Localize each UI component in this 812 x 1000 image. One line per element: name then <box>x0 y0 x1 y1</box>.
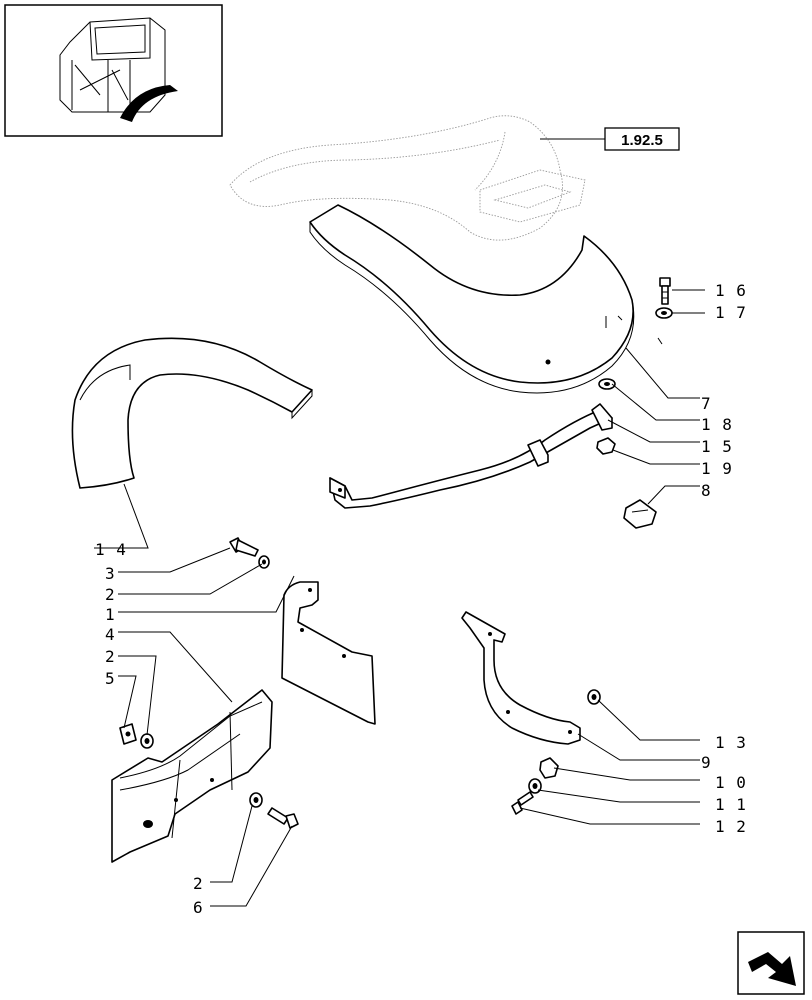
callout-2-mid: 2 <box>105 647 116 666</box>
callout-6: 6 <box>193 898 204 917</box>
callout-15: 1 5 <box>701 437 733 456</box>
callout-2-bottom: 2 <box>193 874 204 893</box>
callout-3: 3 <box>105 564 116 583</box>
mud-flap-1[interactable] <box>281 581 376 725</box>
callout-1: 1 <box>105 605 116 624</box>
reference-box[interactable]: 1.92.5 <box>540 127 680 151</box>
next-page-arrow-icon[interactable] <box>737 931 805 995</box>
splash-guard-4[interactable] <box>111 689 273 863</box>
callout-18: 1 8 <box>701 415 733 434</box>
washer-2-icon-b[interactable] <box>140 733 154 749</box>
callout-5: 5 <box>105 669 116 688</box>
leader-lines <box>94 289 705 907</box>
bolt-6-icon[interactable] <box>267 807 299 829</box>
callout-10: 1 0 <box>715 773 747 792</box>
callout-13: 1 3 <box>715 733 747 752</box>
callout-labels: 1 6 1 7 7 1 8 1 5 1 9 8 1 4 3 2 1 4 2 5 … <box>95 281 747 917</box>
callout-16: 1 6 <box>715 281 747 300</box>
bolt-12-icon[interactable] <box>511 791 534 815</box>
nut-10-icon[interactable] <box>539 757 559 779</box>
callout-7: 7 <box>701 394 712 413</box>
callout-17: 1 7 <box>715 303 747 322</box>
callout-2-top: 2 <box>105 585 116 604</box>
washer-2-icon-a[interactable] <box>258 555 270 569</box>
callout-14: 1 4 <box>95 540 127 559</box>
square-nut-5-icon[interactable] <box>119 723 137 745</box>
callout-12: 1 2 <box>715 817 747 836</box>
washer-2-icon-c[interactable] <box>249 792 263 808</box>
callout-4: 4 <box>105 625 116 644</box>
bolt-3-icon[interactable] <box>229 537 259 557</box>
nut-19-icon[interactable] <box>596 437 616 455</box>
reference-label: 1.92.5 <box>621 132 663 149</box>
callout-19: 1 9 <box>701 459 733 478</box>
ghost-fender-outline <box>229 115 586 241</box>
clip-8-icon[interactable] <box>623 499 657 529</box>
bracket-bar-15[interactable] <box>329 403 613 509</box>
tractor-cab-thumbnail-icon[interactable] <box>4 4 223 137</box>
callout-9: 9 <box>701 753 712 772</box>
washer-17-icon[interactable] <box>655 307 673 319</box>
washer-11-icon[interactable] <box>528 778 542 794</box>
callout-8: 8 <box>701 481 712 500</box>
support-bracket-9[interactable] <box>461 611 581 745</box>
callout-11: 1 1 <box>715 795 747 814</box>
fender-part-7[interactable] <box>309 204 663 394</box>
washer-13-icon[interactable] <box>587 689 601 705</box>
washer-18-icon[interactable] <box>598 378 616 390</box>
bolt-16-icon[interactable] <box>659 277 671 305</box>
wheel-arch-14[interactable] <box>71 337 313 489</box>
